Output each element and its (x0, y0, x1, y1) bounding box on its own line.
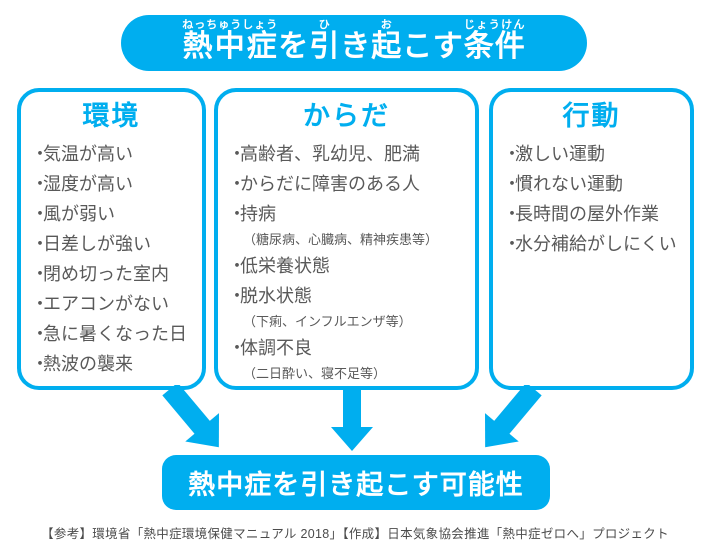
list-item: ・からだに障害のある人 (228, 169, 469, 199)
list-item: ・熱波の襲来 (31, 349, 196, 379)
item-text: 急に暑くなった日 (43, 324, 187, 344)
list-item: ・日差しが強い (31, 229, 196, 259)
bullet: ・ (503, 234, 521, 254)
bullet: ・ (228, 256, 246, 276)
left-arrow-icon (162, 385, 219, 448)
footer-credit: 【参考】環境省「熱中症環境保健マニュアル 2018」【作成】日本気象協会推進「熱… (41, 527, 669, 541)
bullet: ・ (228, 286, 246, 306)
list-item: ・水分補給がしにくい (503, 229, 684, 259)
item-text: 激しい運動 (515, 144, 605, 164)
item-text: 湿度が高い (43, 174, 133, 194)
item-note: （下痢、インフルエンザ等） (243, 314, 412, 329)
item-text: 持病 (240, 204, 276, 224)
page-title: 熱中症ねっちゅうしょうを引ひき起おこす条件じょうけん (182, 19, 525, 71)
item-text: 低栄養状態 (240, 256, 330, 276)
item-text: からだに障害のある人 (240, 174, 420, 194)
title-segment: こす (402, 30, 464, 63)
bullet: ・ (31, 354, 49, 374)
result-banner-label: 熱中症を引き起こす可能性 (188, 470, 524, 500)
list-item: ・慣れない運動 (503, 169, 684, 199)
bullet: ・ (31, 204, 49, 224)
item-text: 水分補給がしにくい (515, 234, 677, 254)
bullet: ・ (503, 144, 521, 164)
item-text: 気温が高い (43, 144, 133, 164)
list-item: ・脱水状態 （下痢、インフルエンザ等） (228, 281, 469, 333)
bullet: ・ (228, 144, 246, 164)
bullet: ・ (503, 174, 521, 194)
list-item: ・エアコンがない (31, 289, 196, 319)
title-segment: 起お (371, 19, 403, 63)
title-banner: 熱中症ねっちゅうしょうを引ひき起おこす条件じょうけん (121, 15, 587, 71)
title-segment: き (340, 30, 372, 63)
bullet: ・ (31, 144, 49, 164)
flow-arrows (162, 385, 542, 451)
bullet: ・ (31, 294, 49, 314)
list-item: ・持病 （糖尿病、心臓病、精神疾患等） (228, 199, 469, 251)
behavior-box: 行動 ・激しい運動 ・慣れない運動 ・長時間の屋外作業 ・水分補給がしにくい (489, 88, 694, 390)
item-text: 高齢者、乳幼児、肥満 (240, 144, 420, 164)
list-item: ・激しい運動 (503, 139, 684, 169)
item-text: 慣れない運動 (515, 174, 623, 194)
list-item: ・急に暑くなった日 (31, 319, 196, 349)
right-arrow-icon (485, 385, 542, 448)
item-text: 体調不良 (240, 338, 312, 358)
item-text: 日差しが強い (43, 234, 151, 254)
list-item: ・気温が高い (31, 139, 196, 169)
list-item: ・長時間の屋外作業 (503, 199, 684, 229)
item-text: 風が弱い (43, 204, 115, 224)
list-item: ・体調不良 （二日酔い、寝不足等） (228, 333, 469, 385)
body-list: ・高齢者、乳幼児、肥満 ・からだに障害のある人 ・持病 （糖尿病、心臓病、精神疾… (218, 139, 475, 385)
title-segment: 引ひ (309, 19, 341, 63)
center-arrow-icon (331, 387, 373, 451)
bullet: ・ (31, 234, 49, 254)
title-segment: 条件じょうけん (463, 19, 526, 63)
bullet: ・ (228, 338, 246, 358)
bullet: ・ (31, 324, 49, 344)
list-item: ・高齢者、乳幼児、肥満 (228, 139, 469, 169)
item-note: （糖尿病、心臓病、精神疾患等） (243, 232, 439, 247)
environment-box: 環境 ・気温が高い ・湿度が高い ・風が弱い ・日差しが強い ・閉め切った室内 … (17, 88, 206, 390)
item-text: 熱波の襲来 (43, 354, 133, 374)
item-text: 長時間の屋外作業 (515, 204, 659, 224)
list-item: ・風が弱い (31, 199, 196, 229)
list-item: ・湿度が高い (31, 169, 196, 199)
item-text: 閉め切った室内 (43, 264, 169, 284)
result-banner: 熱中症を引き起こす可能性 (162, 455, 550, 510)
environment-list: ・気温が高い ・湿度が高い ・風が弱い ・日差しが強い ・閉め切った室内 ・エア… (21, 139, 202, 379)
behavior-box-title: 行動 (562, 101, 621, 131)
body-box: からだ ・高齢者、乳幼児、肥満 ・からだに障害のある人 ・持病 （糖尿病、心臓病… (214, 88, 479, 390)
bullet: ・ (31, 264, 49, 284)
bullet: ・ (228, 174, 246, 194)
list-item: ・閉め切った室内 (31, 259, 196, 289)
title-segment: を (278, 30, 310, 63)
title-segment: 熱中症ねっちゅうしょう (182, 19, 279, 63)
bullet: ・ (503, 204, 521, 224)
list-item: ・低栄養状態 (228, 251, 469, 281)
bullet: ・ (31, 174, 49, 194)
body-box-title: からだ (303, 101, 390, 131)
environment-box-title: 環境 (82, 101, 141, 131)
behavior-list: ・激しい運動 ・慣れない運動 ・長時間の屋外作業 ・水分補給がしにくい (493, 139, 690, 259)
item-note: （二日酔い、寝不足等） (243, 366, 387, 381)
item-text: 脱水状態 (240, 286, 312, 306)
bullet: ・ (228, 204, 246, 224)
item-text: エアコンがない (43, 294, 169, 314)
